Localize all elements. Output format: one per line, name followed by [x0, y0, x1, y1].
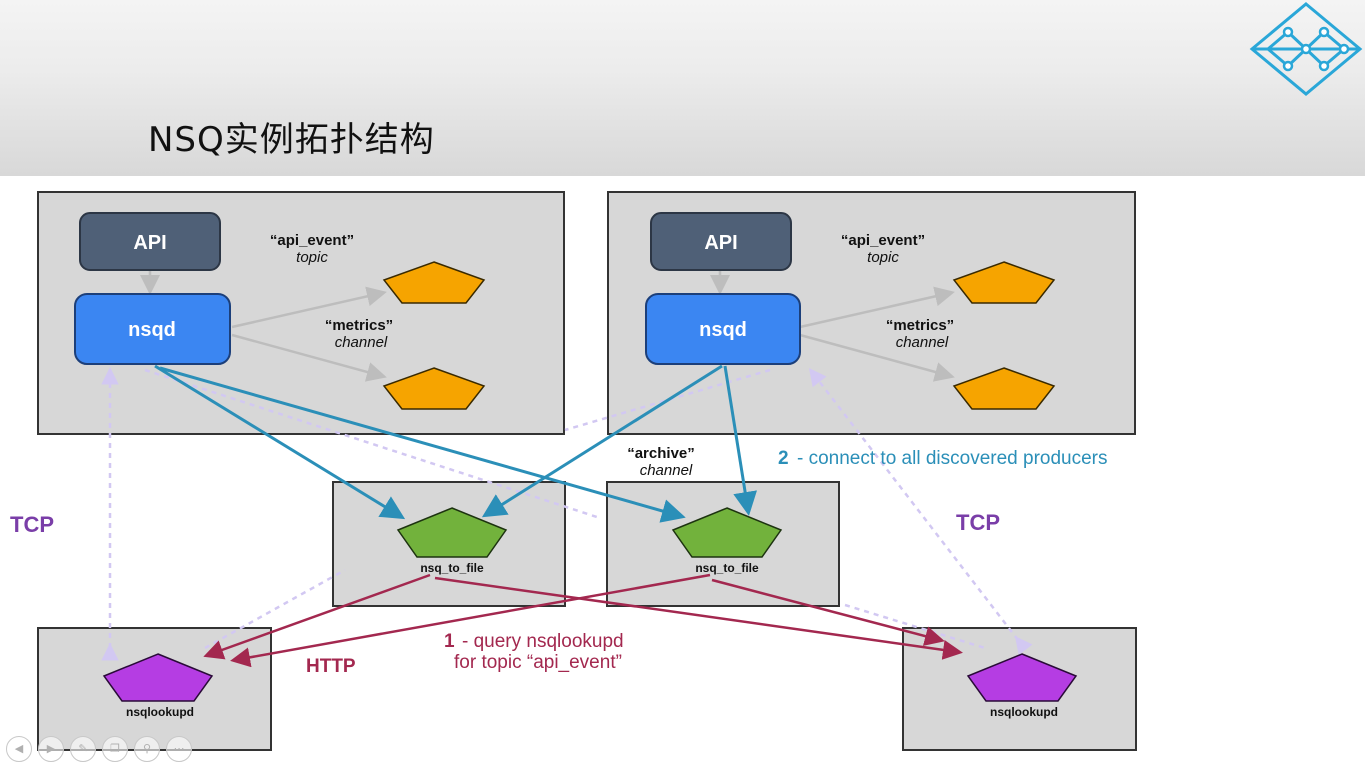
metrics-channel-pentagon-2b	[952, 367, 1056, 410]
api-box-2	[650, 212, 792, 271]
topic-caption-2: topic	[867, 249, 899, 266]
nsqd-label-1: nsqd	[128, 319, 176, 341]
nsqd-to-metrics-arrow-2a	[799, 286, 955, 329]
channel-caption-2: channel	[896, 334, 949, 351]
lookup-pentagon-1	[102, 653, 214, 702]
topic-name-2: “api_event”	[841, 232, 925, 249]
connect-arrow-1	[154, 364, 406, 520]
archive-channel-name: “archive”	[627, 445, 695, 462]
nsqd-to-metrics-arrow-1b	[231, 333, 387, 382]
topic-name-1: “api_event”	[270, 232, 354, 249]
consumer-pentagon-1	[396, 507, 508, 558]
step1-number: 1	[444, 631, 455, 652]
metrics-channel-pentagon-2a	[952, 261, 1056, 304]
prev-icon[interactable]: ◀	[6, 736, 32, 762]
lookup-pentagon-2	[966, 653, 1078, 702]
consumer-label-1: nsq_to_file	[420, 561, 484, 575]
slide-controls: ◀ ▶ ✎ ❐ ⚲ ⋯	[6, 736, 192, 762]
api-label-1: API	[133, 232, 166, 254]
next-icon[interactable]: ▶	[38, 736, 64, 762]
step1-text-line1: - query nsqlookupd	[462, 631, 624, 652]
tcp-label-right: TCP	[956, 510, 1000, 535]
channel-name-2: “metrics”	[886, 317, 954, 334]
connect-arrow-3	[481, 364, 723, 518]
consumer-pentagon-2	[671, 507, 783, 558]
consumer-label-2: nsq_to_file	[695, 561, 759, 575]
nsqd-box-2	[645, 293, 801, 365]
step2-text: - connect to all discovered producers	[797, 448, 1108, 469]
api-box-1	[79, 212, 221, 271]
api-label-2: API	[704, 232, 737, 254]
metrics-channel-pentagon-1b	[382, 367, 486, 410]
logo-icon	[1249, 2, 1363, 96]
zoom-icon[interactable]: ⚲	[134, 736, 160, 762]
metrics-channel-pentagon-1a	[382, 261, 486, 304]
pen-icon[interactable]: ✎	[70, 736, 96, 762]
nsqd-to-metrics-arrow-1a	[231, 286, 387, 329]
discovery-link-1	[204, 568, 346, 650]
nsqd-to-metrics-arrow-2b	[799, 333, 955, 382]
http-label: HTTP	[306, 656, 356, 677]
archive-channel-caption: channel	[640, 462, 693, 479]
nsqd-box-1	[74, 293, 231, 365]
step1-text-line2: for topic “api_event”	[454, 652, 622, 673]
connect-arrow-2	[159, 366, 686, 523]
query-arrow-4	[711, 578, 945, 646]
step2-number: 2	[778, 448, 789, 469]
channel-caption-1: channel	[335, 334, 388, 351]
query-arrow-2	[434, 576, 963, 660]
topic-caption-1: topic	[296, 249, 328, 266]
slide-header	[0, 0, 1365, 176]
copy-icon[interactable]: ❐	[102, 736, 128, 762]
lookup-label-2: nsqlookupd	[990, 705, 1058, 719]
nsqd-label-2: nsqd	[699, 319, 747, 341]
channel-name-1: “metrics”	[325, 317, 393, 334]
connect-arrow-4	[723, 365, 758, 516]
more-icon[interactable]: ⋯	[166, 736, 192, 762]
slide-title: NSQ实例拓扑结构	[148, 120, 435, 160]
query-arrow-3	[230, 573, 711, 668]
lookup-label-1: nsqlookupd	[126, 705, 194, 719]
query-arrow-1	[203, 573, 431, 660]
tcp-label-left: TCP	[10, 512, 54, 537]
tcp-link-right	[808, 368, 1033, 656]
